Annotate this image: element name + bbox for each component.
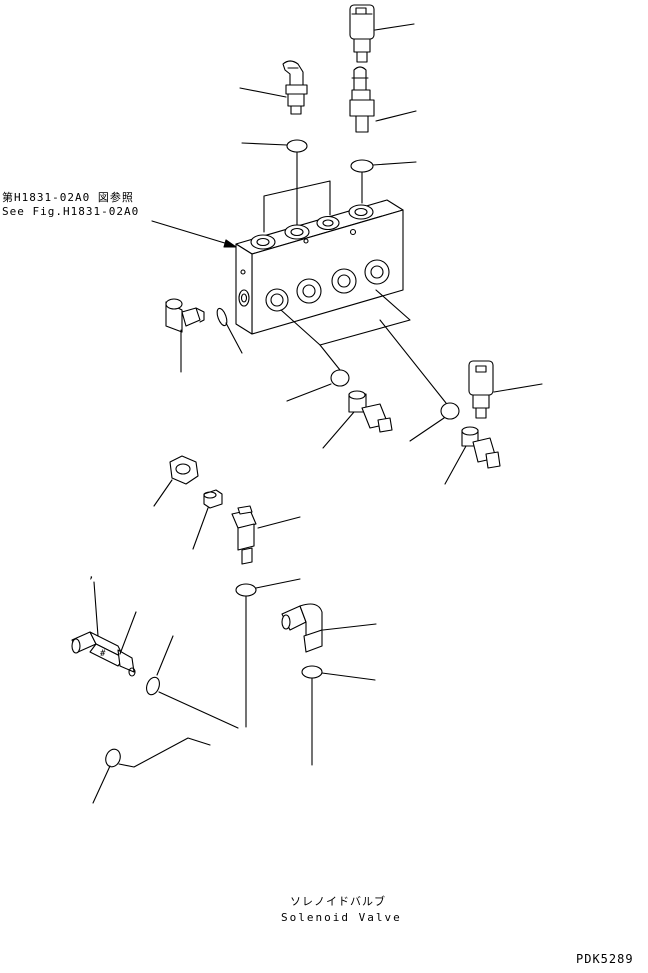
o-ring-lower-right xyxy=(302,666,375,765)
right-sensor-part xyxy=(469,361,542,418)
center-fitting-part xyxy=(350,67,416,132)
top-sensor-part xyxy=(350,5,414,62)
left-elbow-fitting xyxy=(166,299,204,372)
reference-label-japanese: 第H1831-02A0 図参照 xyxy=(2,191,134,204)
comma-mark: , xyxy=(88,568,96,581)
top-bracket-leader xyxy=(264,152,362,232)
middle-fitting-part xyxy=(323,391,392,448)
svg-text:#: # xyxy=(100,649,106,659)
reference-label-english: See Fig.H1831-02A0 xyxy=(2,205,140,218)
o-ring-middle-left xyxy=(287,345,349,401)
reference-arrow xyxy=(152,221,236,247)
o-ring-lower-left-2 xyxy=(93,738,210,803)
solenoid-label-japanese: ソレノイドバルブ xyxy=(290,895,386,908)
check-valve-part: # xyxy=(72,582,136,676)
upper-valve-block xyxy=(236,200,410,345)
o-ring-left-upper xyxy=(215,307,242,353)
o-ring-middle-right xyxy=(380,320,459,441)
lower-elbow-fitting xyxy=(282,604,376,652)
o-ring-lower-left xyxy=(144,636,238,728)
right-fitting-part xyxy=(445,427,500,484)
t-fitting-part xyxy=(232,506,300,564)
solenoid-label-english: Solenoid Valve xyxy=(281,911,402,924)
hex-nut-part xyxy=(154,456,198,506)
plug-part xyxy=(193,490,222,549)
o-ring-top-left xyxy=(242,140,307,152)
bent-nozzle-part xyxy=(240,61,307,114)
drawing-code: PDK5289 xyxy=(576,952,634,966)
o-ring-lower-top xyxy=(236,579,300,727)
o-ring-top-right xyxy=(351,160,416,172)
